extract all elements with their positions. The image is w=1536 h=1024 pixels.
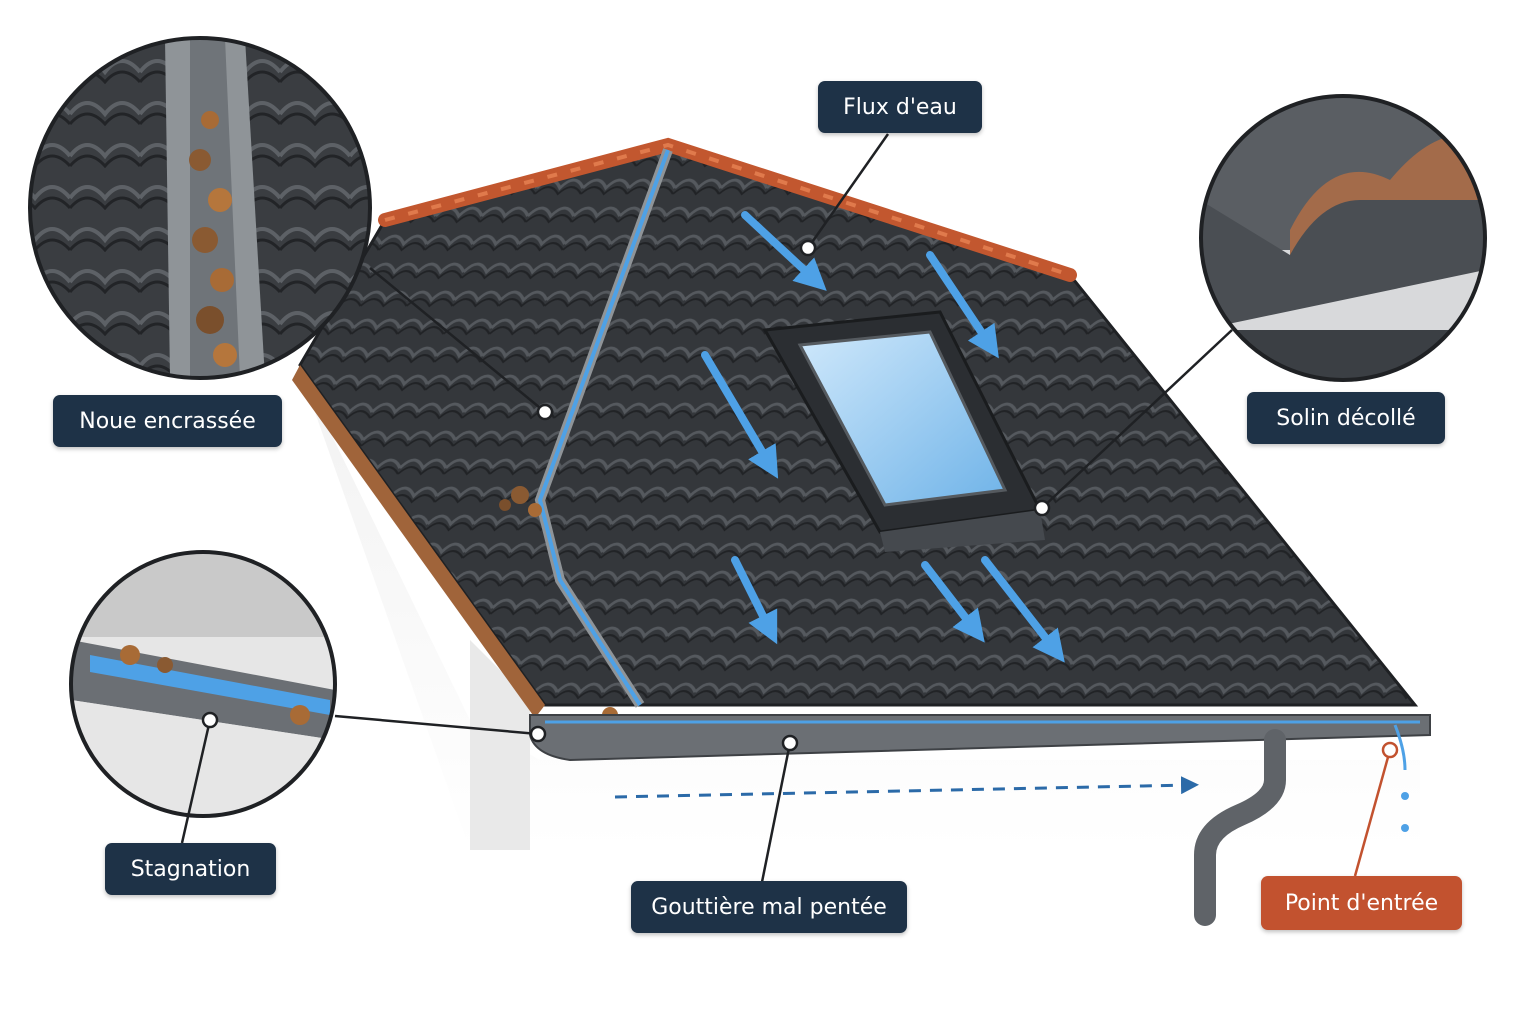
callout-dot: [1381, 741, 1399, 759]
water-arrow: [926, 251, 999, 359]
callout-dot: [781, 734, 799, 752]
label-noue-encrassee: Noue encrassée: [53, 395, 282, 447]
label-flux-eau: Flux d'eau: [818, 81, 982, 133]
label-point-entree: Point d'entrée: [1261, 876, 1462, 930]
callout-dot: [529, 725, 547, 743]
roof-valley: [499, 148, 673, 723]
callout-dot: [1033, 499, 1051, 517]
zoom-clogged-valley: [28, 36, 372, 380]
callout-lines: [180, 133, 1233, 883]
gutter: [529, 714, 1431, 926]
callout-line-entry: [1353, 741, 1399, 877]
callout-dot: [201, 711, 219, 729]
zoom-stagnation: [69, 550, 337, 818]
water-arrow: [981, 556, 1065, 663]
callout-dot: [799, 239, 817, 257]
callout-dot: [536, 403, 554, 421]
water-arrow: [731, 556, 778, 645]
label-stagnation: Stagnation: [105, 843, 276, 895]
water-arrow: [921, 561, 985, 643]
zoom-loose-flashing: [1199, 94, 1487, 382]
label-solin-decolle: Solin décollé: [1247, 392, 1445, 444]
water-flow-arrows: [701, 211, 1065, 663]
skylight: [762, 310, 1045, 552]
water-arrow: [741, 211, 827, 291]
house-wall: [300, 370, 1420, 850]
label-gouttiere-mal-pentee: Gouttière mal pentée: [631, 881, 907, 933]
water-arrow: [701, 351, 779, 479]
